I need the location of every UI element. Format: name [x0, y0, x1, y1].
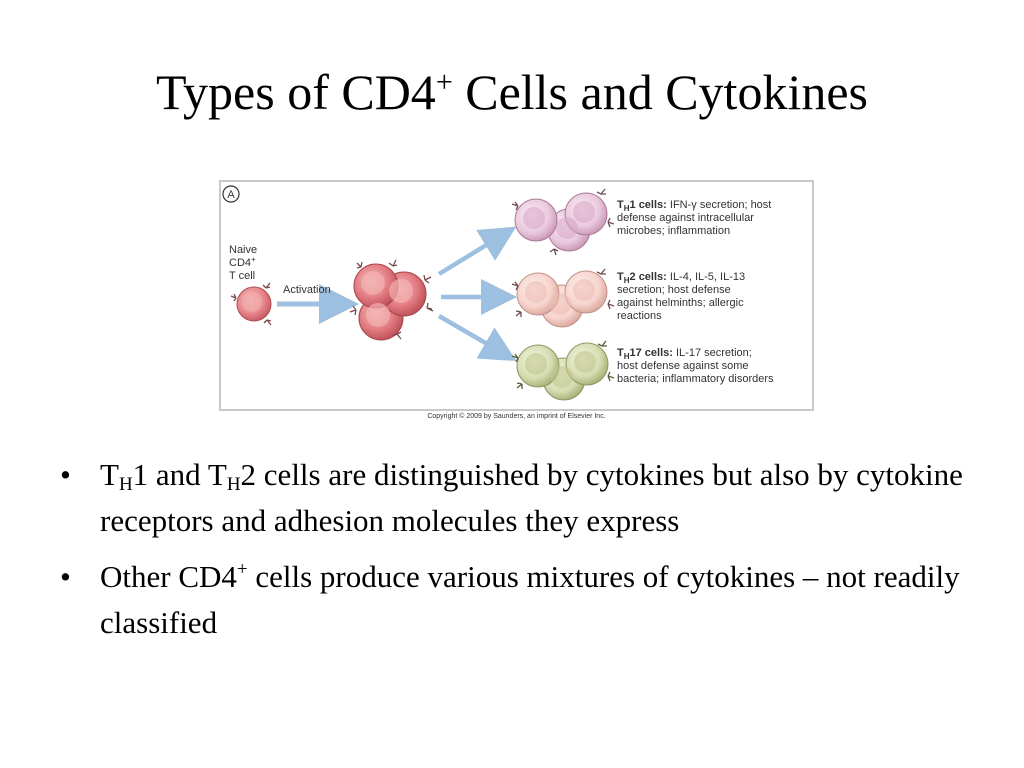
arrow-to-th1 [437, 226, 517, 276]
th17-description: TH17 cells: IL-17 secretion; host defens… [617, 347, 774, 385]
svg-text:bacteria; inflammatory disorde: bacteria; inflammatory disorders [617, 373, 774, 385]
svg-text:microbes; inflammation: microbes; inflammation [617, 225, 730, 237]
bullet-marker: • [60, 559, 71, 594]
naive-label-line1: Naive [229, 244, 257, 256]
svg-text:TH1 cells: IFN-γ secretion; ho: TH1 cells: IFN-γ secretion; host [617, 199, 771, 213]
title-superscript: + [435, 65, 453, 99]
figure-canvas: A Naive CD4+ T cell Activation [222, 185, 774, 401]
svg-text:TH2 cells: IL-4, IL-5, IL-13: TH2 cells: IL-4, IL-5, IL-13 [617, 271, 745, 285]
title-text: Types of CD4 [156, 64, 436, 120]
th1-cell-cluster [511, 188, 615, 256]
bullet-item-1: • TH1 and TH2 cells are distinguished by… [60, 452, 980, 544]
panel-letter: A [227, 189, 235, 201]
svg-text:defense against intracellular: defense against intracellular [617, 212, 754, 224]
svg-text:against helminths; allergic: against helminths; allergic [617, 297, 744, 309]
title-text-rest: Cells and Cytokines [452, 64, 868, 120]
th17-cell-cluster [511, 340, 615, 401]
svg-text:reactions: reactions [617, 310, 662, 322]
th2-description: TH2 cells: IL-4, IL-5, IL-13 secretion; … [617, 271, 745, 322]
activation-label: Activation [283, 284, 331, 296]
naive-t-cell [230, 282, 272, 326]
activated-cell-cluster [349, 259, 434, 341]
svg-text:secretion; host defense: secretion; host defense [617, 284, 731, 296]
panel-label: A [222, 185, 240, 203]
naive-label-line2: CD4+ [229, 255, 256, 269]
naive-label-line3: T cell [229, 270, 255, 282]
slide-title: Types of CD4+ Cells and Cytokines [0, 62, 1024, 122]
th2-cell-cluster [511, 268, 615, 328]
bullet-item-2: • Other CD4+ cells produce various mixtu… [60, 554, 980, 646]
bullet-marker: • [60, 457, 71, 492]
svg-text:host defense against some: host defense against some [617, 360, 748, 372]
figure-copyright: Copyright © 2009 by Saunders, an imprint… [427, 413, 606, 420]
cd4-differentiation-figure: A Naive CD4+ T cell Activation [219, 180, 814, 411]
th1-description: TH1 cells: IFN-γ secretion; host defense… [617, 199, 771, 237]
svg-text:TH17 cells: IL-17 secretion;: TH17 cells: IL-17 secretion; [617, 347, 752, 361]
arrow-to-th17 [437, 314, 517, 362]
bullet-list: • TH1 and TH2 cells are distinguished by… [60, 452, 980, 656]
